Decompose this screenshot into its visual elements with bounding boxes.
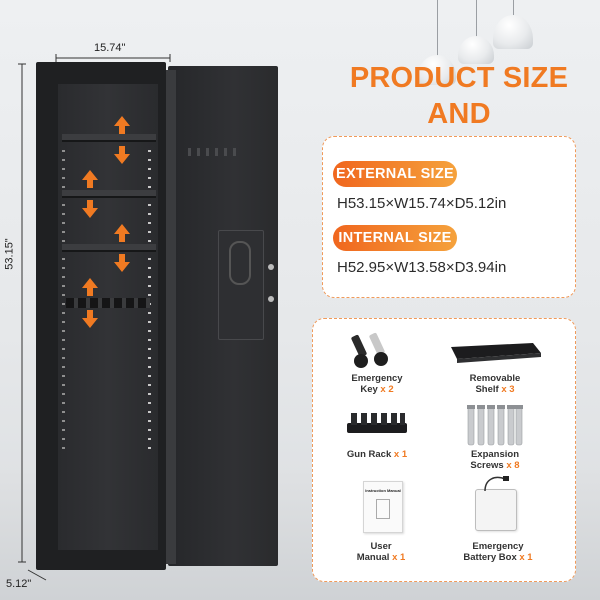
battery-cable-icon bbox=[484, 476, 509, 492]
peg-holes bbox=[62, 150, 65, 450]
shelf-icon bbox=[451, 343, 541, 363]
external-size-value: H53.15×W15.74×D5.12in bbox=[337, 195, 507, 212]
internal-size-value: H52.95×W13.58×D3.94in bbox=[337, 259, 507, 276]
accessory-key-label: Emergency Key x 2 bbox=[351, 373, 403, 395]
shelf bbox=[62, 244, 156, 252]
lock-handle-icon bbox=[229, 241, 251, 285]
interior-gun-rack bbox=[66, 298, 150, 308]
accessory-battery-label: Emergency Battery Box x 1 bbox=[463, 541, 533, 563]
screw-icon bbox=[467, 405, 523, 446]
accessories-card: Emergency Key x 2 Removable Shelf x 3 Gu… bbox=[312, 318, 576, 582]
pendant-lamp-icon bbox=[493, 15, 533, 49]
accessory-gun-rack-label: Gun Rack x 1 bbox=[346, 449, 408, 460]
accessory-screws-label: Expansion Screws x 8 bbox=[470, 449, 520, 471]
door-lock-box[interactable] bbox=[218, 230, 264, 340]
pendant-lamp-icon bbox=[458, 36, 494, 64]
gun-rack-icon bbox=[347, 413, 407, 433]
height-dimension-label: 53.15" bbox=[3, 238, 16, 270]
manual-cover-text: Instruction Manual bbox=[365, 488, 401, 493]
accessory-manual-label: User Manual x 1 bbox=[356, 541, 406, 563]
key-icon bbox=[351, 332, 388, 368]
door-top-bracket bbox=[188, 148, 238, 156]
internal-size-badge: INTERNAL SIZE bbox=[333, 225, 457, 251]
manual-icon: Instruction Manual bbox=[363, 481, 403, 533]
pendant-lamp-icon bbox=[418, 55, 456, 85]
adjust-arrows-icon bbox=[82, 116, 130, 328]
accessory-shelf-label: Removable Shelf x 3 bbox=[469, 373, 521, 395]
shelf bbox=[62, 190, 156, 198]
safe-interior bbox=[58, 84, 158, 550]
external-size-badge: EXTERNAL SIZE bbox=[333, 161, 457, 187]
dimension-lines bbox=[18, 54, 171, 581]
size-card: EXTERNAL SIZE H53.15×W15.74×D5.12in INTE… bbox=[322, 136, 576, 298]
width-dimension-label: 15.74" bbox=[94, 42, 126, 54]
lock-bolt bbox=[268, 296, 274, 302]
lock-bolt bbox=[268, 264, 274, 270]
headline-line-1: PRODUCT SIZE bbox=[349, 62, 569, 94]
depth-dimension-label: 5.12" bbox=[6, 578, 32, 590]
door-edge bbox=[166, 70, 176, 564]
shelf bbox=[62, 134, 156, 142]
battery-box-icon bbox=[475, 489, 517, 531]
